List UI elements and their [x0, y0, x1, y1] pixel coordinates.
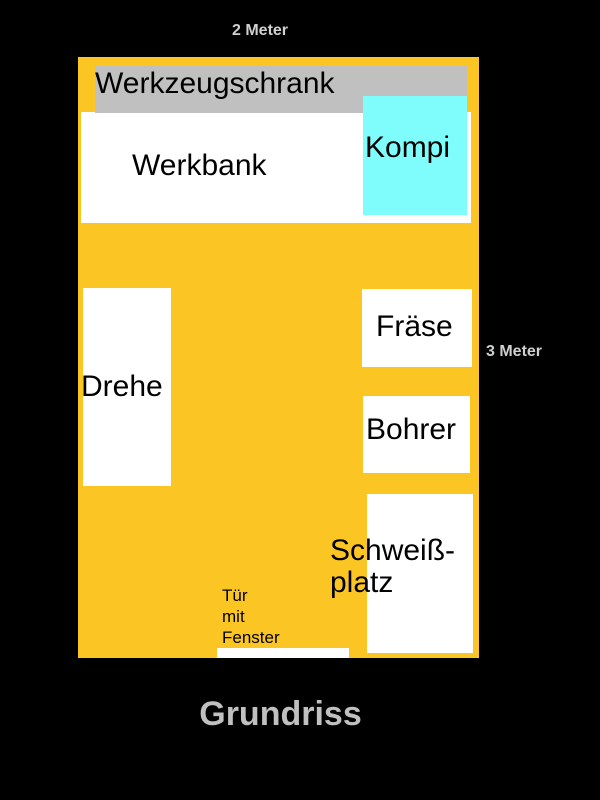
door-with-window	[217, 648, 349, 658]
lathe	[83, 288, 171, 486]
drill-press-label: Bohrer	[366, 413, 457, 446]
drill-press	[363, 396, 470, 473]
lathe-label: Drehe	[81, 370, 163, 403]
height-dimension-label: 3 Meter	[486, 343, 543, 360]
workbench-label: Werkbank	[132, 149, 267, 182]
door-label: Tür mit Fenster	[222, 586, 280, 647]
welding-station-label: Schweiß- platz	[330, 534, 456, 599]
width-dimension-label: 2 Meter	[232, 22, 289, 39]
tool-cabinet-label: Werkzeugschrank	[95, 67, 335, 100]
diagram-title: Grundriss	[199, 695, 362, 733]
welding-station	[367, 494, 473, 653]
milling-machine	[362, 289, 472, 367]
compressor-label: Kompi	[365, 131, 451, 164]
milling-machine-label: Fräse	[376, 310, 453, 343]
floor-plan: Werkzeugschrank Werkbank Kompi Fräse Dre…	[78, 57, 479, 658]
compressor	[363, 96, 467, 215]
